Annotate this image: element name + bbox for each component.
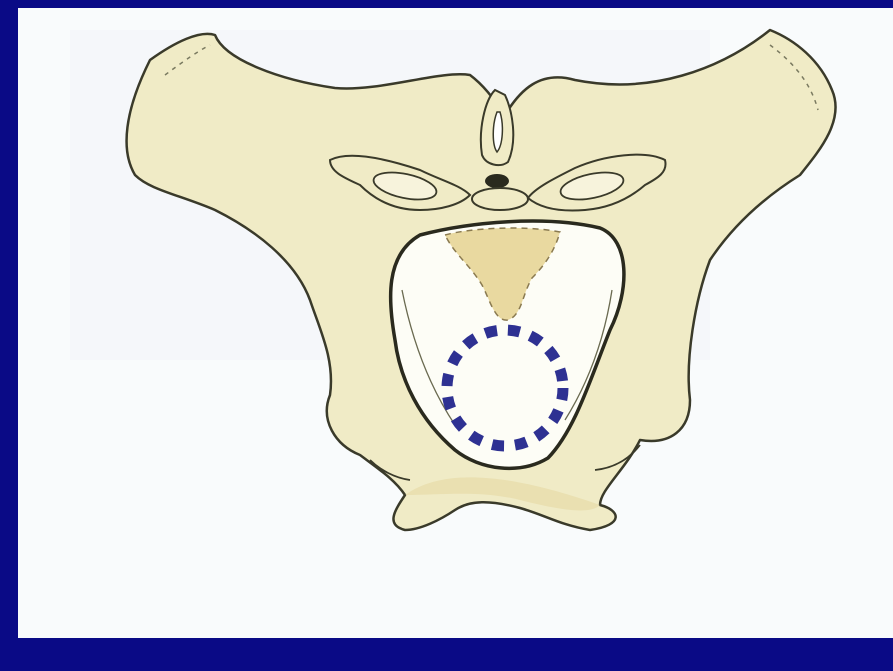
sacral-canal — [485, 174, 509, 188]
sacral-body — [472, 188, 528, 210]
